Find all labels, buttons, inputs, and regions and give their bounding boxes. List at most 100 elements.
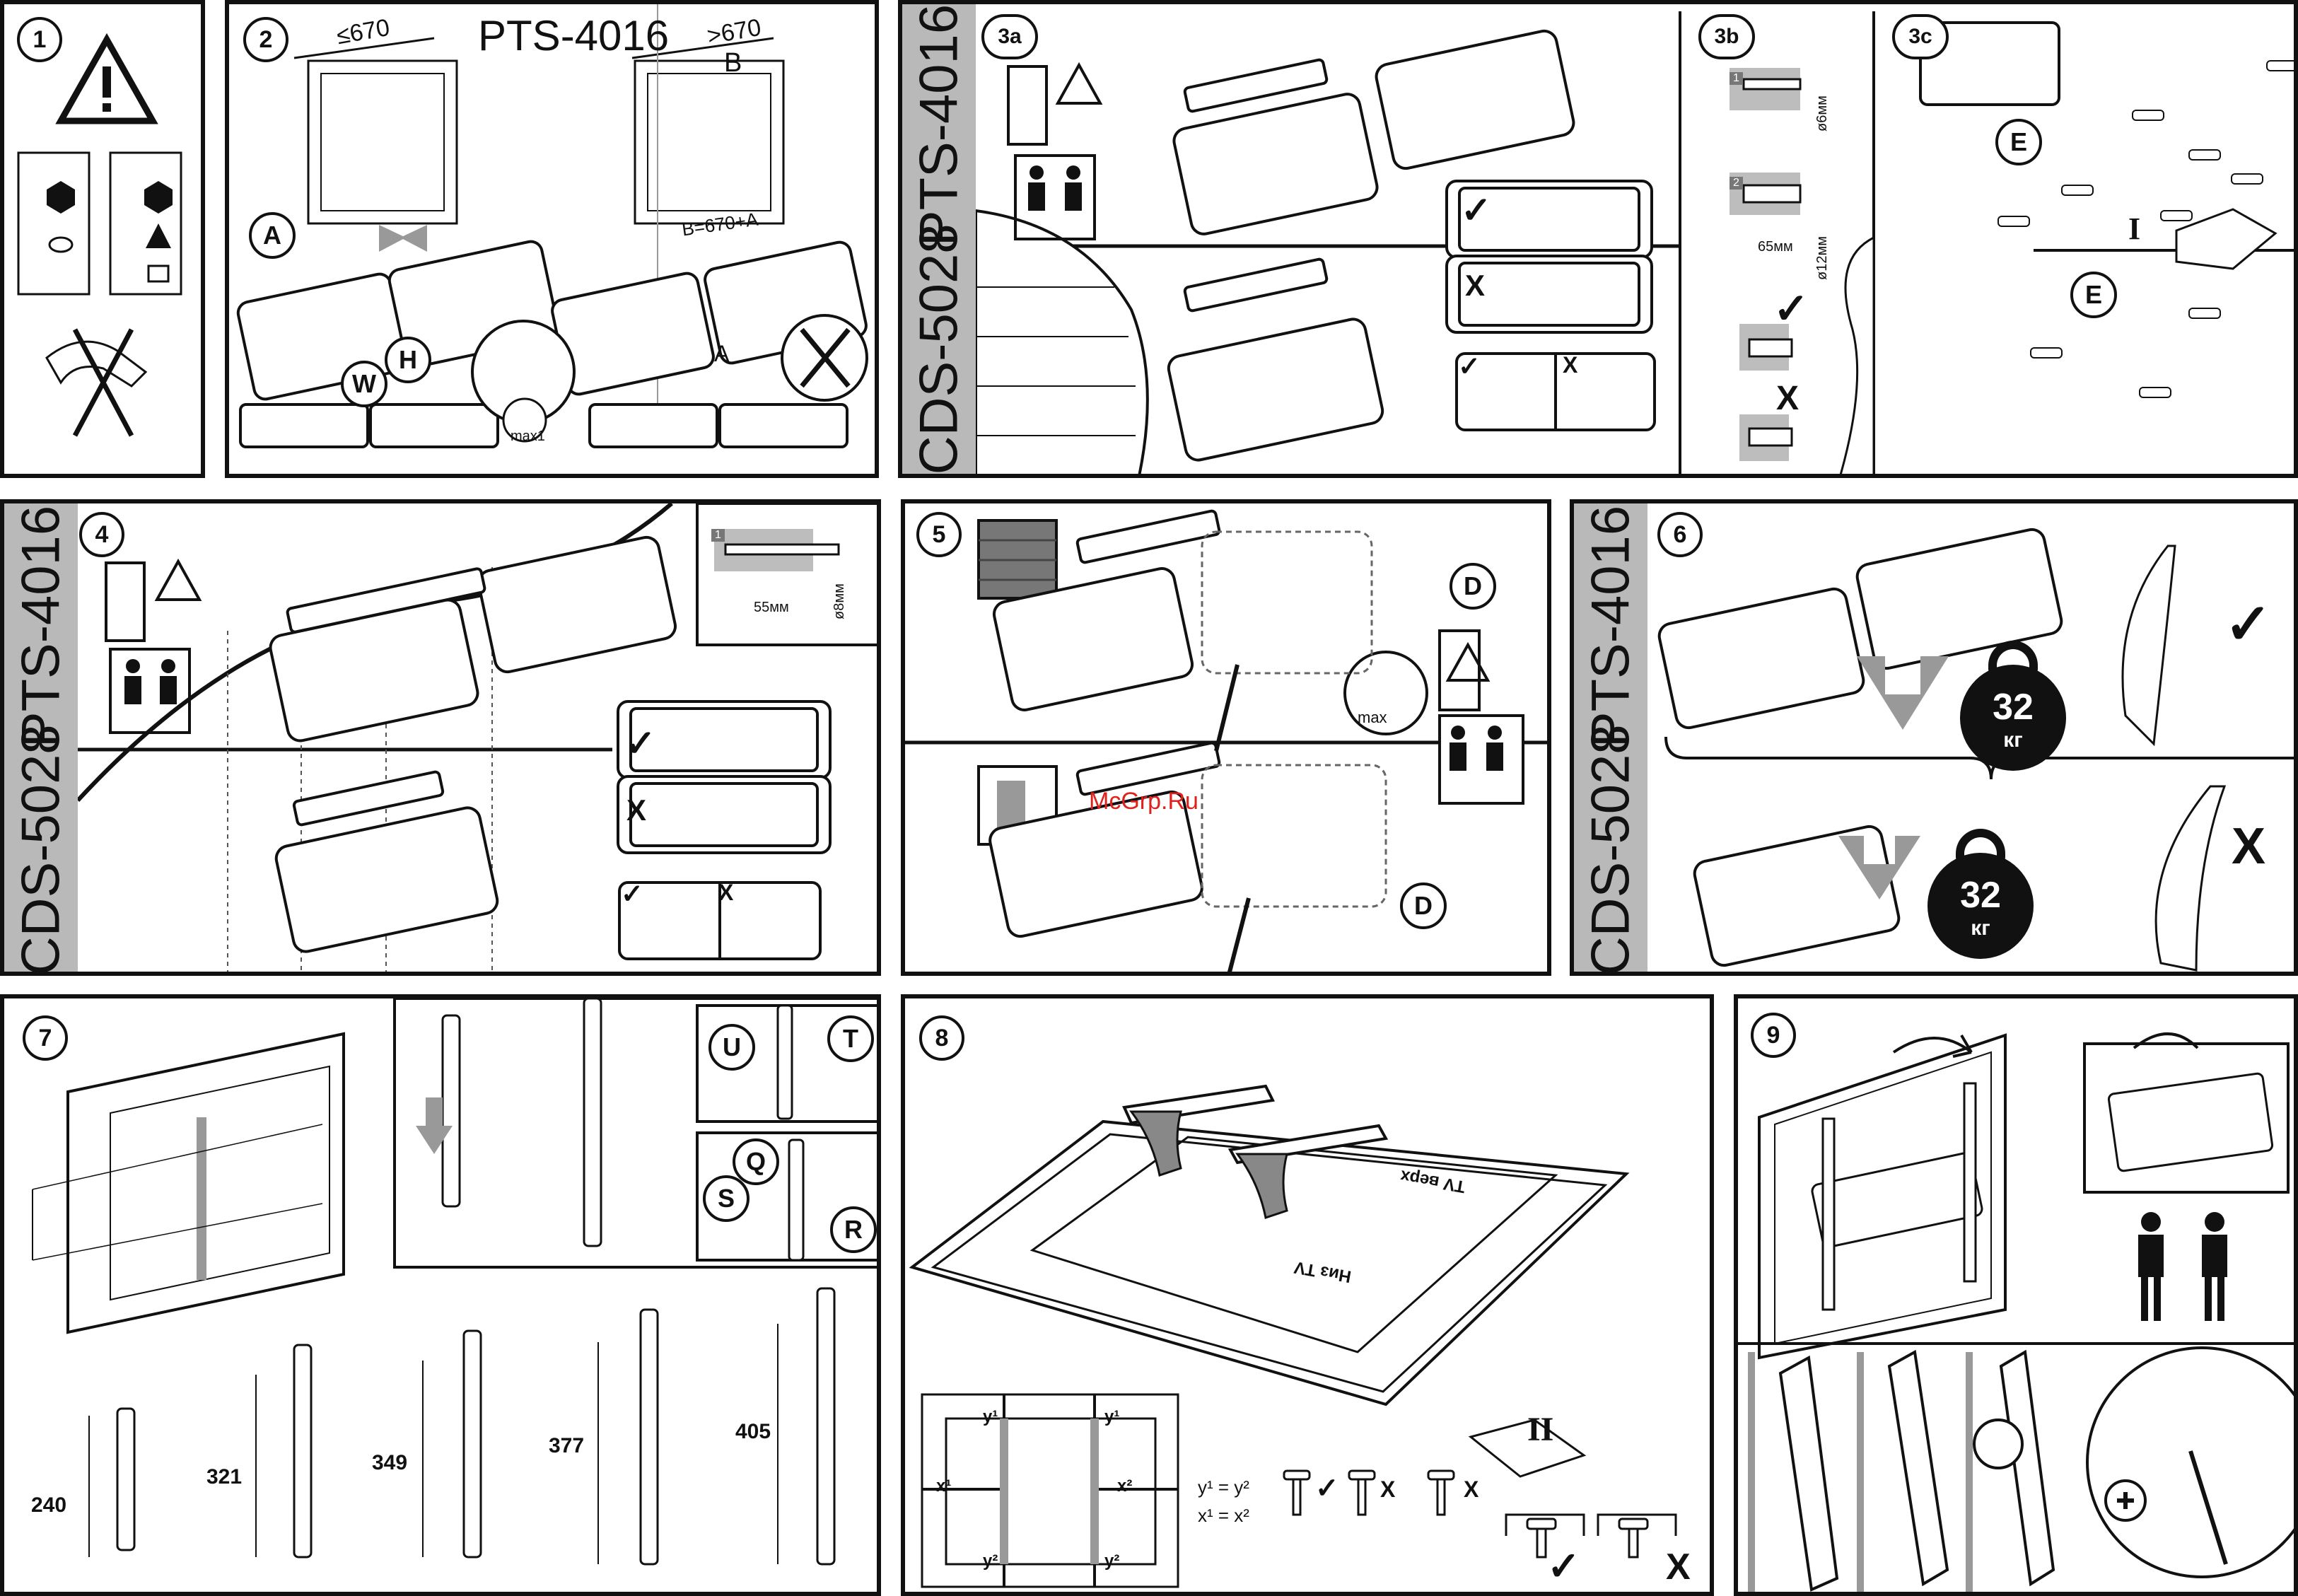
step-number: 8 bbox=[919, 1015, 964, 1061]
panel-step-4: PTS-4016 LCDS-5028 4 1 55мм ø8мм ✓ X ✓ X bbox=[0, 499, 881, 976]
label-x2: x² bbox=[1117, 1476, 1133, 1496]
weight-value: 32 bbox=[1960, 875, 2001, 916]
step-number: 6 bbox=[1657, 512, 1703, 557]
model-label-pts: PTS-4016 bbox=[1580, 505, 1641, 748]
panel-step-3: PTS-4016 LCDS-5028 3a 3b 3c 1 2 ø6мм ø12… bbox=[898, 0, 2298, 478]
panel-step-5: 5 D D max McGrp.Ru bbox=[901, 499, 1551, 976]
cross-mark: X bbox=[1563, 352, 1578, 378]
label-x1: x¹ bbox=[936, 1476, 952, 1496]
model-band-lcds: LCDS-5028 bbox=[902, 223, 976, 474]
panel-step-8: 8 II y¹ = y² x¹ = x² y¹ y¹ y² y² x¹ x² T… bbox=[901, 994, 1714, 1596]
bracket-height-349: 349 bbox=[372, 1451, 408, 1474]
label-h: H bbox=[385, 337, 431, 383]
step-number: 7 bbox=[23, 1015, 68, 1061]
check-mark: ✓ bbox=[1461, 190, 1492, 231]
model-label-lcds: LCDS-5028 bbox=[1580, 724, 1641, 976]
step-number: 5 bbox=[916, 512, 962, 557]
check-mark: ✓ bbox=[1773, 285, 1809, 332]
cross-mark: X bbox=[1464, 1476, 1479, 1502]
cross-mark: X bbox=[1465, 269, 1486, 302]
model-band-pts: PTS-4016 bbox=[1574, 503, 1647, 753]
cross-mark: X bbox=[1666, 1547, 1691, 1588]
check-mark: ✓ bbox=[625, 723, 656, 764]
drill-tag: 1 bbox=[711, 529, 725, 542]
check-mark: ✓ bbox=[1547, 1544, 1580, 1588]
equation-x: x¹ = x² bbox=[1198, 1505, 1249, 1526]
panel-step-9: 9 bbox=[1734, 994, 2298, 1596]
weight-value: 32 bbox=[1993, 687, 2034, 728]
tv-back-mounting-diagram bbox=[909, 1084, 1677, 1588]
weight-unit: кг bbox=[2003, 728, 2023, 752]
pack-label: I bbox=[2128, 211, 2141, 246]
weight-badge: 32 кг bbox=[1927, 829, 2034, 959]
label-w: W bbox=[341, 361, 387, 407]
cross-mark: X bbox=[1776, 380, 1800, 417]
wall-fixing-diagram bbox=[905, 509, 1547, 972]
panel-step-7: 7 U T Q S R 240 321 349 377 405 bbox=[0, 994, 881, 1596]
cross-mark: X bbox=[626, 793, 647, 827]
model-title: PTS-4016 bbox=[478, 12, 670, 59]
model-label-pts: PTS-4016 bbox=[909, 4, 969, 247]
model-band-pts: PTS-4016 bbox=[902, 4, 976, 250]
wall-marking-diagram bbox=[974, 11, 2294, 474]
panel-step-1: 1 bbox=[0, 0, 205, 478]
model-label-pts: PTS-4016 bbox=[11, 505, 71, 748]
label-t: T bbox=[827, 1015, 874, 1062]
label-y2: y² bbox=[1104, 1551, 1120, 1571]
check-mark: ✓ bbox=[1315, 1473, 1339, 1504]
tv-bracket-attachment-diagram bbox=[32, 998, 877, 1566]
step-number: 3c bbox=[1892, 14, 1949, 59]
drill-tag-1: 1 bbox=[1730, 72, 1743, 85]
bracket-height-240: 240 bbox=[31, 1493, 67, 1517]
label-y2: y² bbox=[983, 1551, 998, 1571]
check-mark: ✓ bbox=[2224, 593, 2273, 656]
bracket-height-405: 405 bbox=[735, 1420, 771, 1443]
max-label: max bbox=[1358, 709, 1387, 726]
label-y1: y¹ bbox=[983, 1407, 998, 1426]
drill-diameter-6: ø6мм bbox=[1814, 95, 1830, 132]
pack-label: II bbox=[1527, 1411, 1554, 1448]
step-number: 3a bbox=[981, 14, 1038, 59]
drill-diameter: ø8мм bbox=[832, 583, 847, 619]
load-test-diagram bbox=[1657, 528, 2294, 972]
model-band-lcds: LCDS-5028 bbox=[4, 724, 78, 972]
step-number: 2 bbox=[243, 17, 288, 62]
label-r: R bbox=[830, 1206, 877, 1253]
drill-depth: 55мм bbox=[754, 600, 789, 615]
dim-a: A bbox=[714, 341, 730, 366]
step-number: 3b bbox=[1698, 14, 1755, 59]
max-label: max1 bbox=[511, 429, 545, 444]
step-number: 4 bbox=[79, 512, 124, 557]
label-e: E bbox=[1995, 119, 2042, 165]
cross-mark: X bbox=[2232, 818, 2266, 875]
cross-mark: X bbox=[1380, 1476, 1396, 1502]
label-s: S bbox=[703, 1175, 750, 1222]
equation-y: y¹ = y² bbox=[1198, 1476, 1249, 1498]
label-d: D bbox=[1400, 883, 1447, 929]
panel-step-2: 2 PTS-4016 ≤670 >670 B B=670+A A A H W m… bbox=[225, 0, 879, 478]
warning-illustration bbox=[17, 33, 182, 437]
model-label-lcds: LCDS-5028 bbox=[11, 724, 71, 976]
model-band-lcds: LCDS-5028 bbox=[1574, 724, 1647, 972]
check-mark: ✓ bbox=[1458, 352, 1481, 382]
label-e: E bbox=[2070, 272, 2117, 318]
tv-hanging-diagram bbox=[1738, 1032, 2294, 1592]
bracket-height-377: 377 bbox=[549, 1434, 585, 1457]
label-y1: y¹ bbox=[1104, 1407, 1120, 1426]
cross-mark: X bbox=[718, 880, 734, 905]
bracket-mounting-diagram bbox=[76, 503, 877, 972]
watermark: McGrp.Ru bbox=[1089, 788, 1198, 815]
weight-unit: кг bbox=[1971, 916, 1990, 940]
dim-b: B bbox=[724, 48, 742, 78]
panel-step-6: PTS-4016 LCDS-5028 6 32 кг 32 кг ✓ X bbox=[1570, 499, 2298, 976]
label-u: U bbox=[708, 1024, 755, 1071]
bracket-height-321: 321 bbox=[206, 1465, 243, 1489]
check-mark: ✓ bbox=[621, 880, 643, 909]
model-label-lcds: LCDS-5028 bbox=[909, 223, 969, 478]
label-d: D bbox=[1450, 563, 1496, 610]
model-band-pts: PTS-4016 bbox=[4, 503, 78, 753]
step-number: 1 bbox=[17, 17, 62, 62]
drill-depth: 65мм bbox=[1758, 239, 1793, 255]
weight-badge: 32 кг bbox=[1960, 641, 2066, 771]
